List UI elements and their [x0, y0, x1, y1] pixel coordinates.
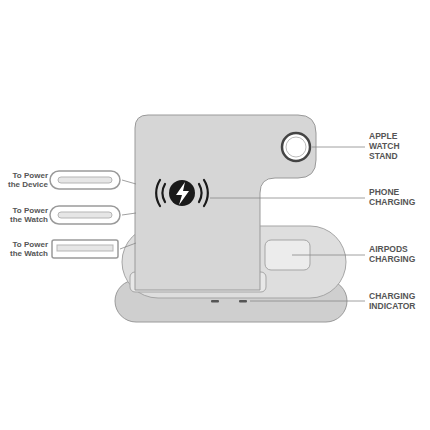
- wave-arcs: [156, 180, 208, 206]
- part-label: APPLE WATCH STAND: [369, 132, 427, 161]
- port-label: To Power the Device: [2, 171, 48, 189]
- phone-stand: [135, 115, 316, 290]
- bolt: [176, 182, 189, 205]
- usb-c-port: [50, 206, 120, 224]
- charge-icon: [169, 180, 195, 206]
- usb-c-tongue: [58, 177, 112, 183]
- part-label: PHONE CHARGING: [369, 188, 427, 208]
- usb-c-port: [50, 171, 120, 189]
- port-label: To Power the Watch: [2, 240, 48, 258]
- part-label: AIRPODS CHARGING: [369, 245, 427, 265]
- usb-a-port: [52, 240, 118, 258]
- part-label: CHARGING INDICATOR: [369, 292, 427, 312]
- watch-ring-inner: [286, 137, 306, 157]
- watch-ring: [282, 133, 310, 161]
- port-label: To Power the Watch: [2, 206, 48, 224]
- leader-lines: [120, 147, 365, 301]
- indicator-led: [211, 300, 219, 303]
- usb-a-tongue: [57, 245, 113, 251]
- indicator-led: [239, 300, 247, 303]
- usb-c-tongue: [58, 212, 112, 218]
